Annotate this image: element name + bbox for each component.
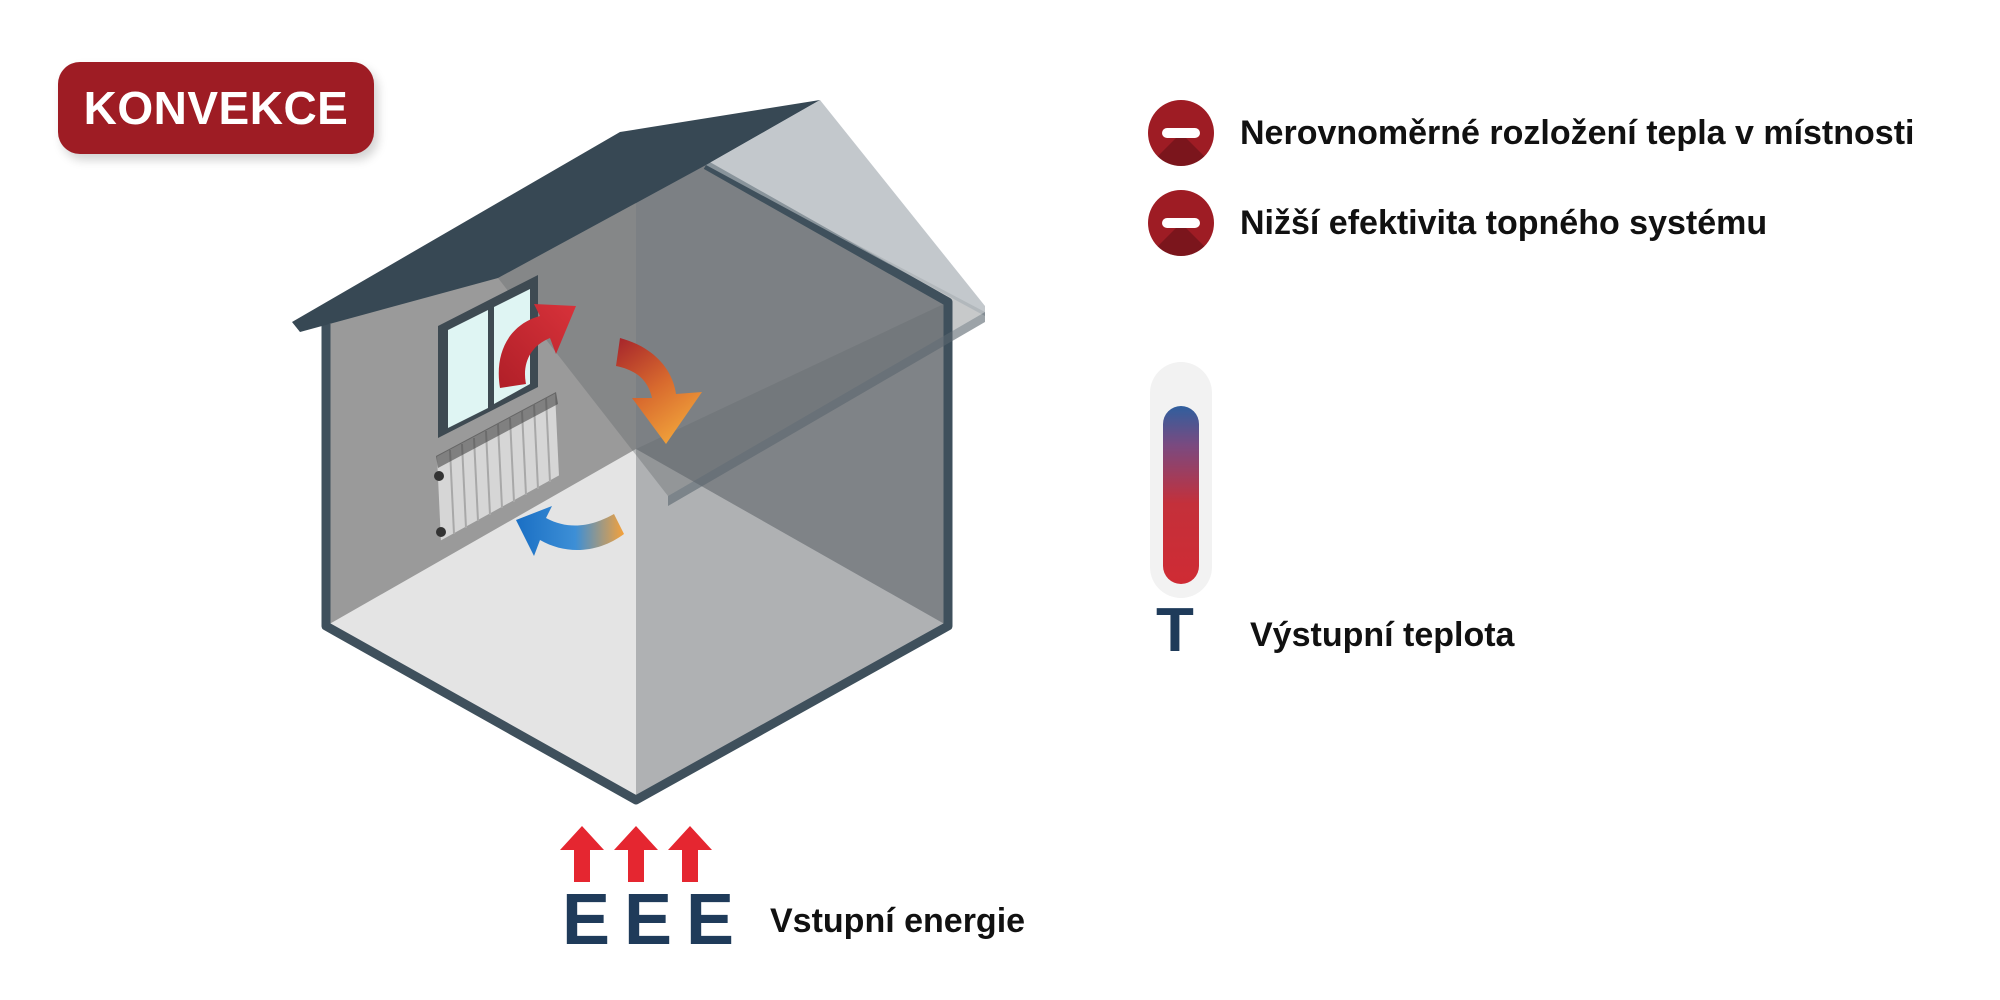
minus-icon <box>1148 100 1214 166</box>
up-arrow-icon <box>614 826 658 882</box>
con-item-label: Nižší efektivita topného systému <box>1240 203 1768 242</box>
roof-right-glass <box>706 100 985 316</box>
up-arrow-icon <box>668 826 712 882</box>
energy-arrows-icon <box>560 826 712 882</box>
cool-air-return-arrow <box>516 506 624 556</box>
roof-left <box>292 100 820 332</box>
con-item-label: Nerovnoměrné rozložení tepla v místnosti <box>1240 113 1915 152</box>
up-arrow-icon <box>560 826 604 882</box>
glass-right-face <box>636 302 948 800</box>
con-item: Nižší efektivita topného systému <box>1148 188 1968 258</box>
output-temperature-label: Výstupní teplota <box>1250 616 1515 654</box>
radiator <box>434 390 562 544</box>
minus-icon <box>1148 190 1214 256</box>
energy-symbol: EEE <box>562 880 749 960</box>
warm-air-descending-arrow <box>616 338 702 444</box>
house-frame <box>321 161 953 805</box>
temperature-symbol: T <box>1156 596 1194 665</box>
roof-right-edge <box>668 312 985 506</box>
title-badge: KONVEKCE <box>58 62 374 154</box>
title-badge-label: KONVEKCE <box>83 82 349 134</box>
input-energy-label: Vstupní energie <box>770 902 1026 940</box>
con-item: Nerovnoměrné rozložení tepla v místnosti <box>1148 98 1968 168</box>
warm-air-rising-arrow <box>498 304 576 388</box>
right-wall <box>636 165 948 626</box>
glass-ceiling <box>498 165 985 496</box>
thermometer-fill <box>1163 406 1199 584</box>
